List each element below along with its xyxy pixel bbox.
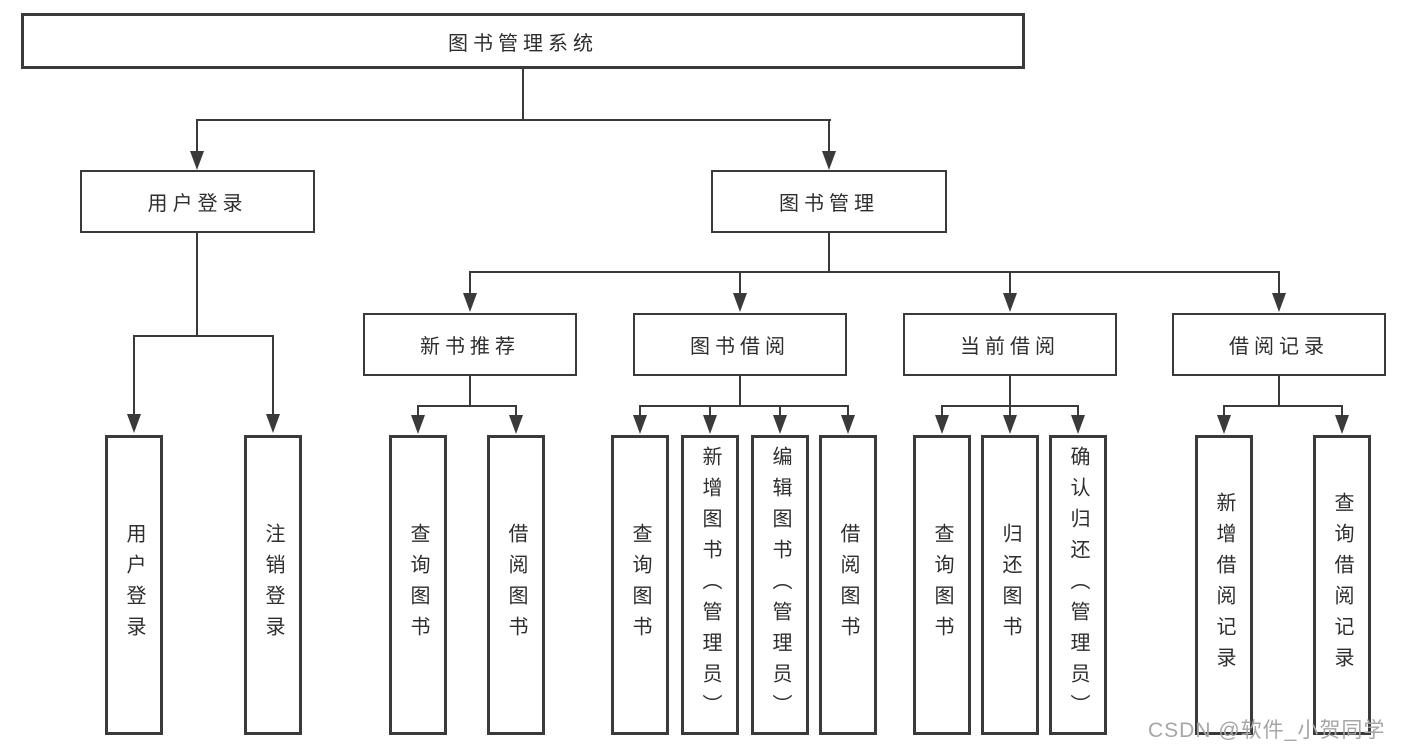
connector-new-books-stem — [469, 376, 471, 406]
connector-borrow-records-stem — [1278, 376, 1280, 406]
connector-drop-borrow-records — [1278, 271, 1280, 294]
arrow-down-icon — [1335, 415, 1349, 434]
arrow-down-icon — [1071, 415, 1085, 434]
node-new-books: 新书推荐 — [363, 313, 577, 376]
connector-drop-leaf — [417, 405, 419, 416]
connector-book-borrow-stem — [739, 376, 741, 406]
leaf-user-login: 用户登录 — [105, 435, 163, 735]
connector-drop-leaf — [847, 405, 849, 416]
connector-drop-user-login — [196, 119, 198, 152]
connector-drop-leaf — [941, 405, 943, 416]
connector-level2-bus — [469, 271, 1280, 273]
connector-new-books-bus — [417, 405, 517, 407]
connector-current-borrow-stem — [1009, 376, 1011, 406]
leaf-query-books-label: 查询图书 — [931, 523, 953, 647]
connector-drop-leaf — [1077, 405, 1079, 416]
leaf-edit-books-admin: 编辑图书（管理员） — [751, 435, 809, 735]
csdn-watermark: CSDN @软件_小贺同学 — [1148, 719, 1386, 742]
connector-level1-bus — [196, 119, 831, 121]
connector-drop-leaf — [1341, 405, 1343, 416]
connector-drop-leaf — [515, 405, 517, 416]
arrow-down-icon — [127, 414, 141, 433]
arrow-down-icon — [841, 415, 855, 434]
arrow-down-icon — [509, 415, 523, 434]
node-root-label: 图书管理系统 — [448, 32, 598, 55]
leaf-borrow-books-borrow: 借阅图书 — [819, 435, 877, 735]
arrow-down-icon — [1003, 293, 1017, 312]
arrow-down-icon — [266, 414, 280, 433]
connector-drop-leaf — [1223, 405, 1225, 416]
leaf-query-books-borrow: 查询图书 — [611, 435, 669, 735]
leaf-borrow-books-label: 借阅图书 — [505, 523, 527, 647]
connector-drop-current-borrow — [1009, 271, 1011, 294]
leaf-confirm-return-admin: 确认归还（管理员） — [1049, 435, 1107, 735]
leaf-return-books-label: 归还图书 — [999, 523, 1021, 647]
connector-user-login-bus — [133, 335, 273, 337]
node-current-borrow: 当前借阅 — [903, 313, 1117, 376]
connector-drop-leaf — [272, 335, 274, 415]
node-user-login-label: 用户登录 — [147, 193, 248, 215]
connector-book-borrow-bus — [639, 405, 849, 407]
arrow-down-icon — [1217, 415, 1231, 434]
leaf-add-books-admin: 新增图书（管理员） — [681, 435, 739, 735]
leaf-edit-books-label: 编辑图书（管理员） — [769, 445, 791, 725]
leaf-add-borrow-record: 新增借阅记录 — [1195, 435, 1253, 735]
node-new-books-label: 新书推荐 — [420, 336, 520, 358]
leaf-query-books-current: 查询图书 — [913, 435, 971, 735]
connector-user-login-stem — [196, 233, 198, 336]
connector-drop-new-books — [469, 271, 471, 294]
connector-book-mgmt-stem — [828, 233, 830, 272]
connector-root-stem — [522, 69, 524, 119]
node-borrow-records-label: 借阅记录 — [1229, 336, 1329, 358]
arrow-down-icon — [411, 415, 425, 434]
node-borrow-records: 借阅记录 — [1172, 313, 1386, 376]
leaf-query-books-newbooks: 查询图书 — [389, 435, 447, 735]
leaf-borrow-books-newbooks: 借阅图书 — [487, 435, 545, 735]
leaf-add-books-label: 新增图书（管理员） — [699, 445, 721, 725]
arrow-down-icon — [935, 415, 949, 434]
node-user-login: 用户登录 — [80, 170, 315, 233]
connector-drop-book-mgmt — [828, 119, 830, 152]
leaf-borrow-books-label: 借阅图书 — [837, 523, 859, 647]
arrow-down-icon — [822, 151, 836, 170]
leaf-return-books: 归还图书 — [981, 435, 1039, 735]
leaf-user-login-label: 用户登录 — [123, 523, 145, 647]
leaf-query-borrow-record: 查询借阅记录 — [1313, 435, 1371, 735]
arrow-down-icon — [1003, 415, 1017, 434]
connector-drop-leaf — [133, 335, 135, 415]
arrow-down-icon — [190, 151, 204, 170]
connector-drop-leaf — [639, 405, 641, 416]
connector-drop-leaf — [709, 405, 711, 416]
arrow-down-icon — [773, 415, 787, 434]
leaf-query-borrow-record-label: 查询借阅记录 — [1331, 492, 1353, 678]
leaf-query-books-label: 查询图书 — [407, 523, 429, 647]
arrow-down-icon — [633, 415, 647, 434]
leaf-confirm-return-label: 确认归还（管理员） — [1067, 445, 1089, 725]
connector-drop-leaf — [779, 405, 781, 416]
connector-drop-book-borrow — [739, 271, 741, 294]
leaf-query-books-label: 查询图书 — [629, 523, 651, 647]
arrow-down-icon — [1272, 293, 1286, 312]
arrow-down-icon — [703, 415, 717, 434]
node-book-borrow: 图书借阅 — [633, 313, 847, 376]
node-book-mgmt-label: 图书管理 — [779, 193, 879, 215]
node-root: 图书管理系统 — [21, 13, 1025, 69]
leaf-logout: 注销登录 — [244, 435, 302, 735]
arrow-down-icon — [733, 293, 747, 312]
connector-drop-leaf — [1009, 405, 1011, 416]
arrow-down-icon — [463, 293, 477, 312]
node-book-mgmt: 图书管理 — [711, 170, 947, 233]
node-book-borrow-label: 图书借阅 — [690, 336, 790, 358]
leaf-logout-label: 注销登录 — [262, 523, 284, 647]
connector-borrow-records-bus — [1223, 405, 1343, 407]
leaf-add-borrow-record-label: 新增借阅记录 — [1213, 492, 1235, 678]
node-current-borrow-label: 当前借阅 — [960, 336, 1060, 358]
